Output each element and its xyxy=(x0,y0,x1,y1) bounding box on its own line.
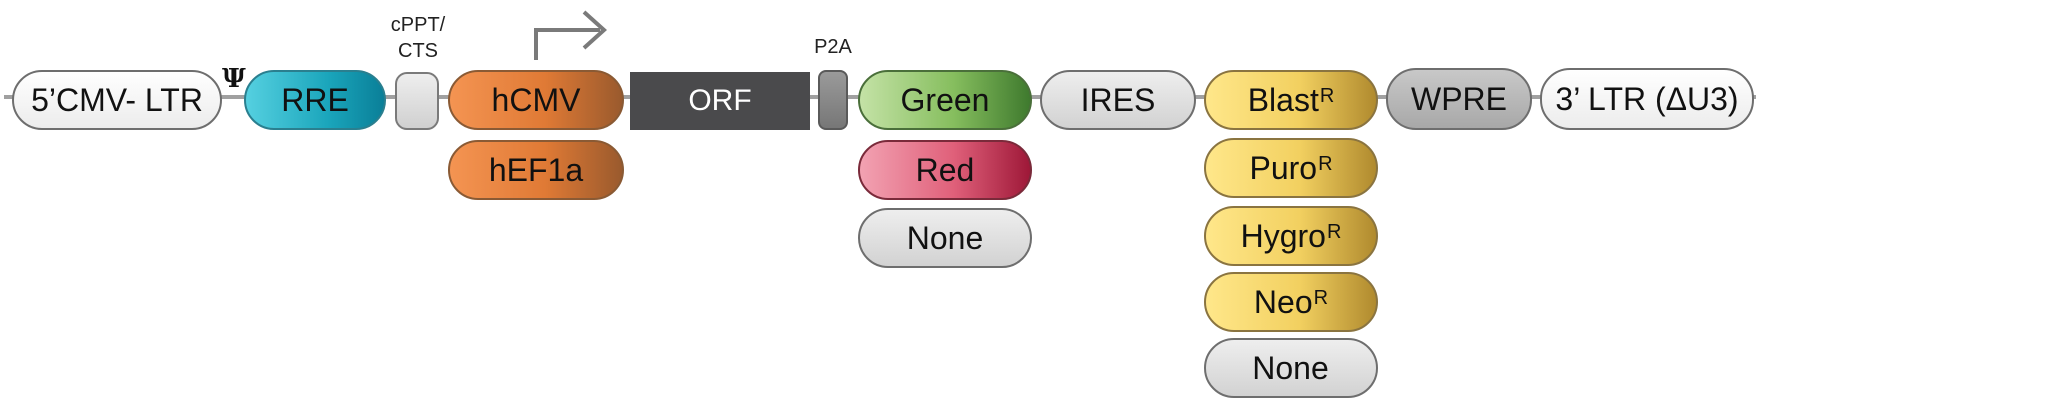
rre-element: RRE xyxy=(244,70,386,130)
selection-hygro-label: Hygro xyxy=(1240,217,1326,254)
ires-element: IRES xyxy=(1040,70,1196,130)
promoter-hcmv-label: hCMV xyxy=(491,81,581,118)
selection-none-label: None xyxy=(1252,349,1329,386)
cppt-label-line1: cPPT/ xyxy=(390,14,446,36)
bent-arrow-icon xyxy=(534,10,607,60)
rre-label: RRE xyxy=(281,81,349,118)
p2a-label: P2A xyxy=(814,36,852,58)
fluor-none-label: None xyxy=(906,219,984,256)
selection-hygro-sup: R xyxy=(1326,220,1342,243)
selection-puro-sup: R xyxy=(1318,152,1333,175)
cppt-label-line2: CTS xyxy=(398,40,438,62)
fluor-red: Red xyxy=(858,140,1032,200)
p2a-element xyxy=(818,70,848,130)
ltr5-label: 5’CMV- LTR xyxy=(31,81,203,118)
ltr5-element: 5’CMV- LTR xyxy=(12,70,222,130)
cppt-label: cPPT/ CTS xyxy=(378,12,458,64)
ltr3-element: 3’ LTR (ΔU3) xyxy=(1540,68,1754,130)
fluor-green: Green xyxy=(858,70,1032,130)
wpre-element: WPRE xyxy=(1386,68,1532,130)
cppt-element xyxy=(395,72,439,130)
fluor-none: None xyxy=(858,208,1032,268)
wpre-label: WPRE xyxy=(1411,80,1507,117)
selection-blast-label: Blast xyxy=(1247,81,1319,118)
promoter-hef1a-label: hEF1a xyxy=(488,151,584,188)
promoter-hef1a: hEF1a xyxy=(448,140,624,200)
fluor-green-label: Green xyxy=(900,81,990,118)
ltr3-label: 3’ LTR (ΔU3) xyxy=(1555,80,1739,117)
psi-symbol: Ψ xyxy=(222,64,246,94)
selection-neo-sup: R xyxy=(1313,286,1329,309)
selection-puro-label: Puro xyxy=(1249,149,1318,186)
ires-label: IRES xyxy=(1080,81,1156,118)
orf-element: ORF xyxy=(630,72,810,130)
selection-neo-label: Neo xyxy=(1253,283,1313,320)
selection-blast-sup: R xyxy=(1319,84,1335,107)
orf-label: ORF xyxy=(688,84,752,117)
selection-none: None xyxy=(1204,338,1378,398)
promoter-hcmv: hCMV xyxy=(448,70,624,130)
fluor-red-label: Red xyxy=(915,151,975,188)
